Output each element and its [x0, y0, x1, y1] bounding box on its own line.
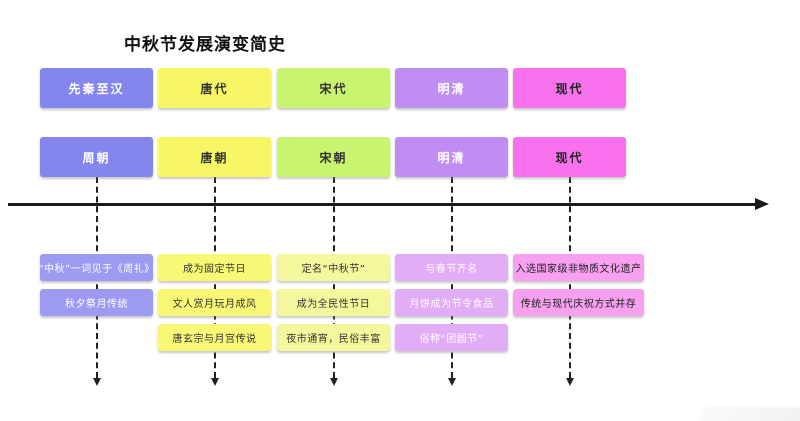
event-box-col3-row3: 夜市通宵，民俗丰富: [277, 324, 390, 351]
down-arrow-icon-col1: [92, 378, 101, 386]
down-arrow-icon-col4: [447, 378, 456, 386]
down-arrow-icon-col5: [565, 378, 574, 386]
event-box-col3-row2: 成为全民性节日: [277, 289, 390, 316]
event-box-col4-row3: 俗称“团圆节”: [395, 324, 508, 351]
watermark-card: [702, 408, 800, 421]
down-arrow-icon-col2: [210, 378, 219, 386]
timeline-axis: [8, 203, 757, 206]
period-box-col4: 明清: [395, 68, 508, 108]
dynasty-box-col4: 明清: [395, 137, 508, 177]
dynasty-box-col1: 周朝: [40, 137, 153, 177]
event-box-col2-row3: 唐玄宗与月宫传说: [158, 324, 271, 351]
event-box-col3-row1: 定名“中秋节”: [277, 254, 390, 281]
event-box-col1-row2: 秋夕祭月传统: [40, 289, 153, 316]
event-box-col2-row2: 文人赏月玩月成风: [158, 289, 271, 316]
period-box-col1: 先秦至汉: [40, 68, 153, 108]
timeline-axis-arrow-icon: [755, 198, 769, 210]
dynasty-box-col3: 宋朝: [277, 137, 390, 177]
period-box-col5: 现代: [513, 68, 626, 108]
event-box-col4-row1: 与春节齐名: [395, 254, 508, 281]
period-box-col2: 唐代: [158, 68, 271, 108]
event-box-col5-row1: 入选国家级非物质文化遗产: [513, 254, 644, 281]
event-box-col5-row2: 传统与现代庆祝方式并存: [513, 289, 644, 316]
dynasty-box-col5: 现代: [513, 137, 626, 177]
period-box-col3: 宋代: [277, 68, 390, 108]
dynasty-box-col2: 唐朝: [158, 137, 271, 177]
event-box-col4-row2: 月饼成为节令食品: [395, 289, 508, 316]
down-arrow-icon-col3: [329, 378, 338, 386]
event-box-col2-row1: 成为固定节日: [158, 254, 271, 281]
page-title: 中秋节发展演变简史: [124, 35, 286, 55]
event-box-col1-row1: “中秋”一词见于《周礼》: [38, 254, 154, 281]
